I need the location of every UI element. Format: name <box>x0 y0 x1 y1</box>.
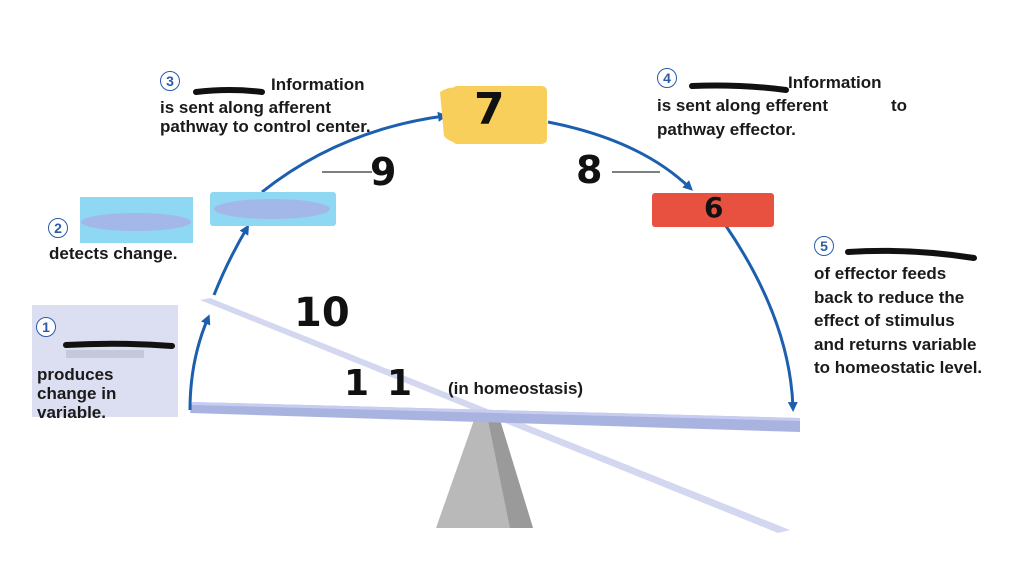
effector-box <box>652 193 774 227</box>
step4-line2: is sent along efferent <box>657 96 828 115</box>
arrow-to-receptor <box>212 224 250 296</box>
step2-text: detects change. <box>49 244 178 263</box>
step1-blank <box>63 340 175 349</box>
step4-line3: pathway effector. <box>657 120 796 139</box>
receptor-scribble <box>214 199 330 219</box>
step3-text: is sent along afferent pathway to contro… <box>160 98 371 136</box>
handwritten-10: 10 <box>294 290 350 336</box>
step1-badge: 1 <box>36 317 56 337</box>
balance-label: (in homeostasis) <box>448 379 584 398</box>
handwritten-7: 7 <box>474 84 505 135</box>
handwritten-9: 9 <box>370 150 397 194</box>
handwritten-11: 11 <box>344 363 431 404</box>
arrow-control-to-effector <box>547 120 693 191</box>
step5-badge: 5 <box>814 236 834 256</box>
fulcrum-shade <box>488 420 533 528</box>
handwritten-6: 6 <box>704 191 724 224</box>
step1-blank-shadow <box>66 350 144 358</box>
step2-scribble <box>81 213 191 231</box>
step4-blank <box>689 82 789 93</box>
step5-blank <box>845 247 977 261</box>
control-center-highlight <box>440 87 470 143</box>
step3-word: Information <box>271 75 365 94</box>
step5-text: of effector feeds back to reduce the eff… <box>814 264 983 377</box>
handwritten-8: 8 <box>576 148 603 192</box>
stimulus-box <box>32 305 178 417</box>
control-center-box <box>452 86 547 144</box>
step4-word: Information <box>788 73 882 92</box>
arrow-effector-to-level <box>724 225 798 412</box>
step2-badge: 2 <box>48 218 68 238</box>
step3-badge: 3 <box>160 71 180 91</box>
step3-blank <box>193 87 265 95</box>
level-beam-top <box>192 402 800 421</box>
arrow-stimulus-to-beam <box>188 314 211 411</box>
step1-text: produces change in variable. <box>37 365 117 422</box>
arrow-receptor-to-control <box>261 111 448 194</box>
step4-badge: 4 <box>657 68 677 88</box>
level-beam <box>190 402 800 432</box>
step4-to: to <box>891 96 908 115</box>
